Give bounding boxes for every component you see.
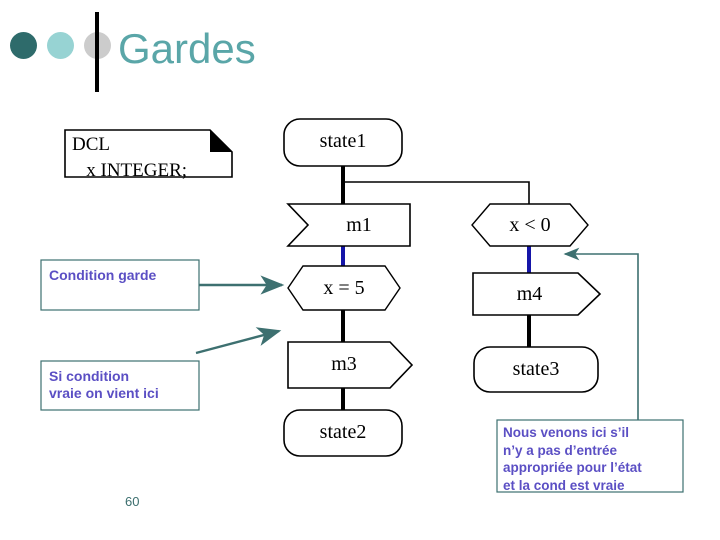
header-divider-rule — [95, 12, 99, 92]
annotation-box-condition-garde — [40, 259, 200, 311]
annotation-nous-venons-text: Nous venons ici s’il n’y a pas d’entrée ap… — [503, 424, 642, 494]
declaration-text: DCL x INTEGER; — [72, 132, 187, 184]
annotation-nous-venons-line-4: et la cond est vraie — [503, 477, 625, 493]
decoration-dot-dark-icon — [10, 32, 37, 59]
declaration-box — [64, 129, 233, 178]
node-m3-shape — [287, 341, 414, 389]
annotation-nous-venons-line-2: n’y a pas d’entrée — [503, 442, 618, 458]
slide-header: Gardes — [0, 0, 720, 105]
annotation-arrow-si-condition — [195, 327, 282, 355]
declaration-line-2: x INTEGER; — [72, 160, 188, 181]
node-m4-shape — [472, 272, 602, 316]
node-state3-shape — [473, 346, 599, 393]
annotation-nous-venons-line-1: Nous venons ici s’il — [503, 425, 630, 440]
decoration-dot-light-icon — [47, 32, 74, 59]
edge-state1-xlt0 — [343, 181, 530, 204]
node-m1-shape — [286, 203, 411, 247]
annotation-box-si-condition — [40, 360, 200, 411]
annotation-box-nous-venons — [496, 419, 684, 493]
annotation-arrow-nous-venons — [563, 247, 639, 420]
declaration-line-1: DCL — [72, 134, 110, 155]
node-xlt0-shape — [471, 203, 589, 247]
page-title: Gardes — [118, 25, 256, 72]
annotation-si-condition-line-2: vraie on vient ici — [49, 385, 159, 401]
node-x5-shape — [287, 265, 401, 311]
annotation-nous-venons-line-3: appropriée pour l’état — [503, 460, 642, 475]
node-state1-shape — [283, 118, 403, 167]
node-state2-shape — [283, 409, 403, 457]
annotation-si-condition-line-1: Si condition — [49, 368, 130, 384]
page-number: 60 — [125, 494, 140, 509]
annotation-condition-garde-text: Condition garde — [49, 267, 157, 283]
